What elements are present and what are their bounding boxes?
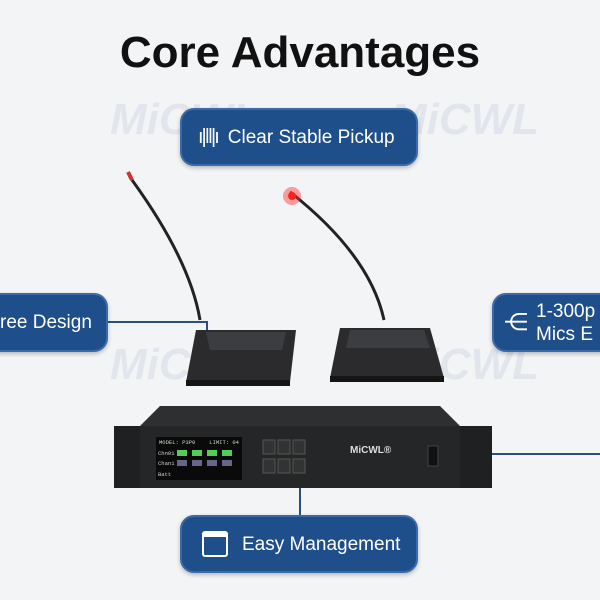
microphone-unit-left <box>126 171 296 386</box>
network-tree-icon: ⋲ <box>504 309 528 336</box>
connector-line <box>299 488 301 516</box>
screen-row-label: Chan1 <box>158 460 175 467</box>
feature-label-line2: Mics E <box>536 323 593 345</box>
browser-settings-icon <box>202 531 228 557</box>
feature-label-line1: 1-300p <box>536 300 596 322</box>
sound-wave-icon: ı|‖|ı <box>198 125 220 148</box>
screen-row-label: Chn01 <box>158 450 175 457</box>
microphone-unit-right <box>283 187 444 382</box>
connector-line <box>108 321 208 323</box>
device-screen <box>156 437 242 480</box>
connector-line <box>470 453 600 455</box>
device-brand: MiCWL® <box>350 445 392 456</box>
feature-label: ree Design <box>0 312 92 333</box>
screen-limit: LIMIT: 04 <box>209 439 239 446</box>
rack-unit: MODEL: P3P0 LIMIT: 04 Chn01 Chan1 Batt M… <box>114 406 492 488</box>
feature-clear-stable-pickup: ı|‖|ı Clear Stable Pickup <box>180 108 418 166</box>
screen-model: MODEL: P3P0 <box>159 439 195 446</box>
screen-row-label: Batt <box>158 471 171 478</box>
feature-design: ree Design <box>0 293 108 352</box>
feature-label: Easy Management <box>242 533 401 555</box>
feature-easy-management: Easy Management <box>180 515 418 573</box>
page-title: Core Advantages <box>119 28 481 77</box>
feature-label: Clear Stable Pickup <box>227 126 395 148</box>
